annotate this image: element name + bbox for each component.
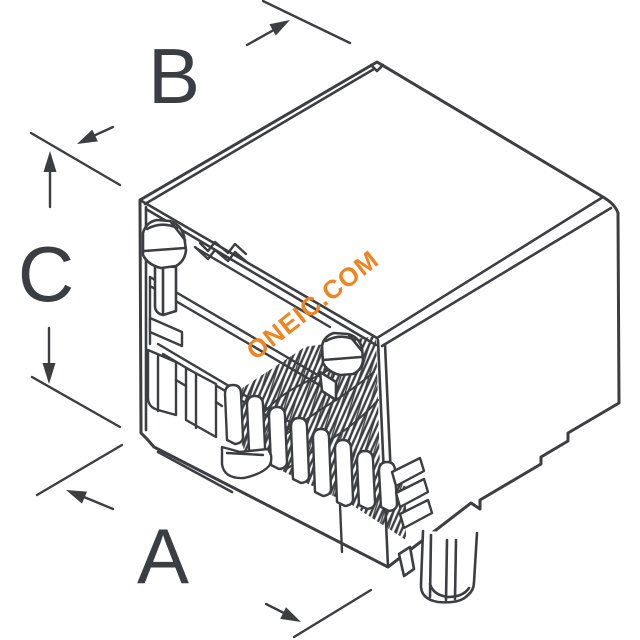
contact-pin [223, 383, 245, 446]
contact-pin [333, 438, 355, 508]
contact-ladder [390, 456, 434, 530]
chamfer-right-top [380, 206, 613, 348]
contact-pin [245, 394, 267, 456]
knob-outline [141, 218, 188, 270]
contact-pin [267, 405, 289, 471]
apex-facet [369, 63, 385, 73]
ladder-rung [394, 477, 430, 509]
contact-pins [223, 383, 399, 554]
arrowhead [77, 129, 98, 144]
chamfer-front-top [144, 207, 378, 347]
connector-body [138, 60, 621, 604]
arrowhead [269, 20, 290, 36]
arrow-shaft [264, 602, 286, 615]
contact-pin [311, 427, 333, 498]
fold-front-top [138, 198, 379, 340]
fold-right-top [375, 195, 605, 340]
chamfer-front-right [383, 342, 393, 480]
contact-pin [289, 416, 311, 485]
sill-inner-line [225, 451, 265, 457]
contact-pin [355, 449, 377, 511]
step-shape [146, 348, 178, 417]
step-shape [148, 316, 184, 348]
dimension-a [35, 443, 373, 639]
step-join [214, 400, 224, 408]
dimension-label-a: A [137, 512, 189, 600]
pin-row-edge [338, 503, 344, 554]
dimension-c [30, 151, 122, 429]
mounting-post [397, 529, 479, 604]
dimension-b [29, 0, 352, 187]
bottom-inner-line [156, 450, 234, 494]
extension-line [35, 443, 124, 497]
latch-knob-bottom [318, 331, 365, 402]
zigzag-line [193, 245, 250, 265]
zigzag-line-inner [198, 240, 248, 256]
knob-outline [320, 331, 365, 377]
dimension-label-c: C [18, 230, 74, 318]
dimension-label-b: B [148, 32, 200, 120]
extension-line [30, 375, 122, 429]
post-line [444, 538, 449, 602]
opening-top-fold [194, 246, 332, 329]
top-zigzag-notches [193, 240, 250, 265]
dimension-labels: B C A [18, 32, 200, 600]
knob-stem [153, 264, 178, 317]
knob-facet [142, 246, 187, 253]
post-line [453, 538, 458, 601]
arrow-shaft [82, 495, 115, 511]
extension-line [261, 0, 352, 45]
latch-sill [220, 445, 273, 480]
ladder-rung [398, 498, 434, 530]
arrowhead [280, 607, 301, 622]
housing-steps [146, 316, 224, 439]
arrowhead [43, 151, 57, 172]
fold-front-right [376, 338, 390, 569]
post-bottom-arc [428, 582, 471, 599]
arrowhead [66, 490, 87, 504]
knob-stem [318, 370, 338, 402]
arrowhead [42, 363, 56, 384]
post-foot [397, 545, 416, 578]
step-shape [184, 366, 218, 439]
knob-facet [321, 355, 363, 362]
drawing-root: B C A ONEIC.COM [18, 0, 621, 639]
contact-pin [377, 460, 399, 513]
latch-knob-top [141, 218, 188, 317]
edge-chamfer-lines [138, 63, 613, 569]
post-outline [419, 529, 479, 604]
knob-facet [347, 333, 364, 353]
ladder-rung [390, 456, 426, 488]
extension-line [29, 131, 122, 187]
chamfer-top-left [143, 67, 376, 206]
extension-line [292, 588, 373, 639]
knob-facet [169, 220, 187, 242]
step-join [174, 378, 188, 388]
